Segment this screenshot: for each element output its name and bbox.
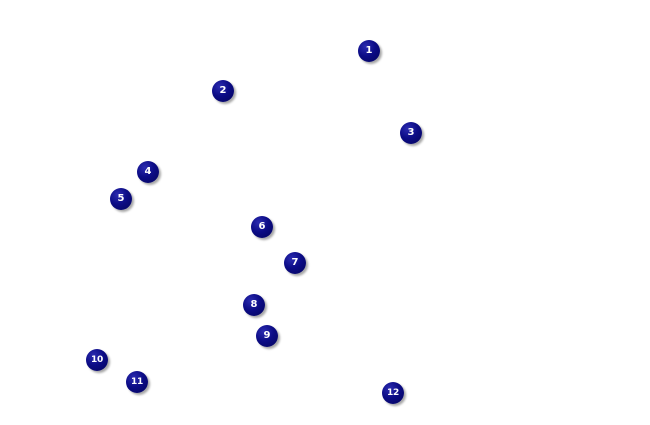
marker-1[interactable]: 1 <box>358 40 380 62</box>
marker-9[interactable]: 9 <box>256 325 278 347</box>
marker-6[interactable]: 6 <box>251 216 273 238</box>
marker-10[interactable]: 10 <box>86 349 108 371</box>
marker-8[interactable]: 8 <box>243 294 265 316</box>
marker-5[interactable]: 5 <box>110 188 132 210</box>
marker-4[interactable]: 4 <box>137 161 159 183</box>
marker-2[interactable]: 2 <box>212 80 234 102</box>
marker-11[interactable]: 11 <box>126 371 148 393</box>
marker-3[interactable]: 3 <box>400 122 422 144</box>
marker-7[interactable]: 7 <box>284 252 306 274</box>
marker-12[interactable]: 12 <box>382 382 404 404</box>
